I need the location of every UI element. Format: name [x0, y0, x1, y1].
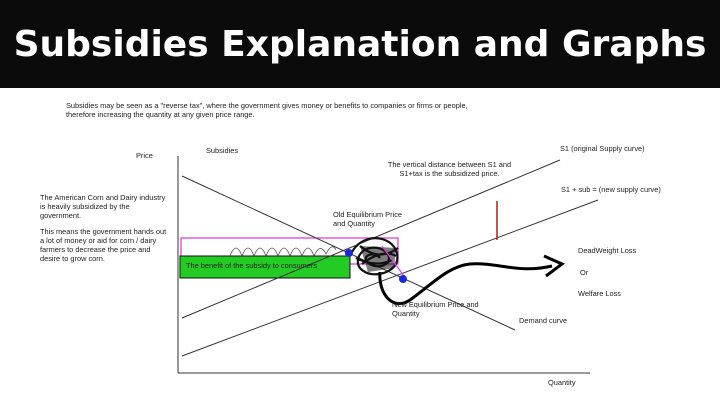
scribble-mark — [229, 246, 337, 258]
y-axis-label: Price — [136, 151, 153, 160]
dwl-label-3: Welfare Loss — [578, 289, 621, 298]
new-equilibrium-label: New Equilibrium Price and Quantity — [392, 300, 479, 318]
s1-label: S1 (original Supply curve) — [560, 144, 645, 153]
left-text-p2: This means the government hands out a lo… — [40, 227, 167, 263]
title-banner: Subsidies Explanation and Graphs — [0, 0, 720, 88]
dwl-label-1: DeadWeight Loss — [578, 246, 637, 255]
left-text-p1: The American Corn and Dairy industry is … — [40, 193, 166, 220]
page-title: Subsidies Explanation and Graphs — [13, 23, 707, 65]
slide-canvas: Subsidies may be seen as a "reverse tax"… — [0, 88, 720, 404]
vertical-distance-note: The vertical distance between S1 and S1+… — [387, 160, 512, 178]
old-equilibrium-label: Old Equilibrium Price and Quantity — [333, 210, 403, 228]
left-explanation: The American Corn and Dairy industry is … — [40, 193, 170, 270]
graph-label: Subsidies — [206, 146, 239, 155]
dwl-arrow — [378, 262, 553, 306]
new-equilibrium-dot — [399, 275, 407, 283]
subsidy-graph — [177, 156, 599, 374]
s1-sub-label: S1 + sub = (new supply curve) — [561, 185, 661, 194]
deadweight-fill — [360, 246, 396, 272]
demand-label: Demand curve — [519, 316, 568, 325]
benefit-to-consumers-rect — [179, 255, 351, 279]
benefit-label: The benefit of the subsidy to consumers — [186, 261, 318, 270]
x-axis-label: Quantity — [548, 378, 576, 387]
supply-curve-s1-plus-sub — [181, 199, 599, 357]
dwl-arrowhead — [543, 254, 565, 278]
intro-text: Subsidies may be seen as a "reverse tax"… — [66, 101, 468, 119]
dwl-label-2: Or — [580, 268, 589, 277]
old-equilibrium-dot — [345, 249, 353, 257]
pink-diagonal — [381, 245, 405, 277]
